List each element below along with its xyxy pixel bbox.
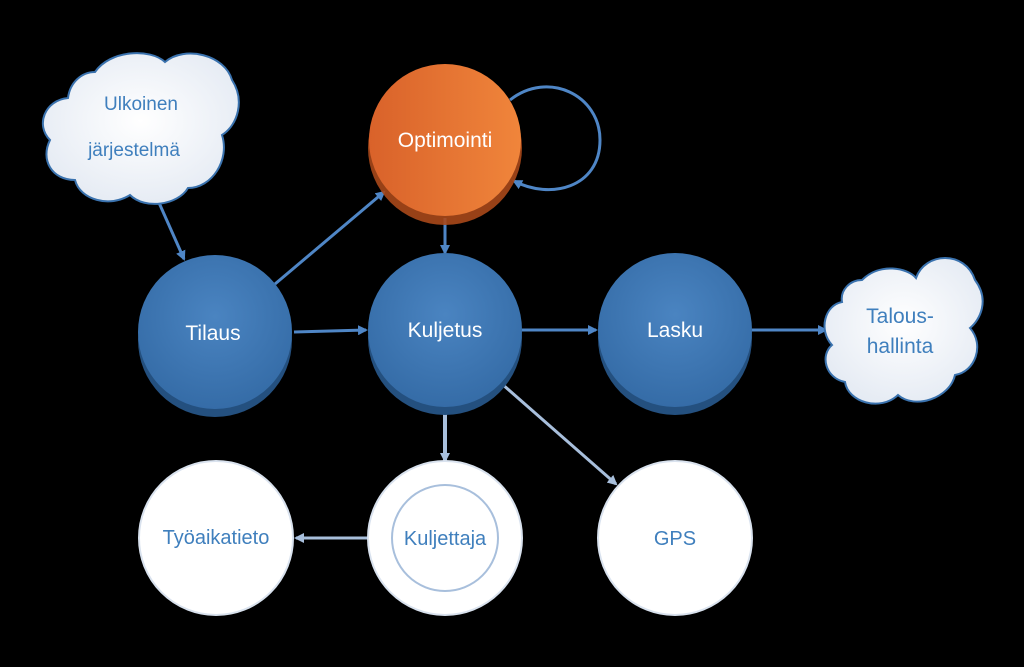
node-lasku: Lasku <box>598 253 752 415</box>
node-circle <box>368 253 522 407</box>
node-optimointi: Optimointi <box>368 64 522 225</box>
node-circle <box>367 460 523 616</box>
arrow-kuljetus-to-gps <box>501 382 618 486</box>
node-circle <box>138 460 294 616</box>
node-gps-label: GPS <box>654 528 696 550</box>
cloud-ulkoinen-jarjestelma: Ulkoinen järjestelmä <box>41 52 240 205</box>
arrow-ulkoinen-to-tilaus <box>154 195 186 261</box>
node-kuljettaja: Kuljettaja <box>367 460 523 616</box>
node-circle <box>138 255 292 409</box>
node-tyoaikatieto: Työaikatieto <box>138 460 294 616</box>
node-kuljetus: Kuljetus <box>368 253 522 415</box>
arrow-tilaus-to-kuljetus <box>293 325 368 336</box>
cloud-taloushallinta-line1: Talous- <box>866 305 934 328</box>
cloud-ulkoinen-line2: järjestelmä <box>87 140 180 161</box>
cloud-taloushallinta-line2: hallinta <box>867 335 934 358</box>
node-tilaus-label: Tilaus <box>185 322 240 345</box>
node-gps: GPS <box>597 460 753 616</box>
connectors <box>154 85 828 543</box>
cloud-shape <box>41 52 240 205</box>
cloud-shape <box>823 257 984 405</box>
node-kuljettaja-label: Kuljettaja <box>404 528 487 550</box>
arrow-tilaus-to-optimointi <box>274 190 386 286</box>
node-tyoaikatieto-label: Työaikatieto <box>163 527 270 549</box>
node-tilaus: Tilaus <box>138 255 292 417</box>
node-circle <box>597 460 753 616</box>
node-circle <box>369 64 521 216</box>
node-optimointi-label: Optimointi <box>398 129 493 152</box>
node-inner-ring <box>391 484 499 592</box>
cloud-ulkoinen-line1: Ulkoinen <box>104 94 178 115</box>
arrow-optimointi-self-loop <box>509 85 602 191</box>
node-kuljetus-label: Kuljetus <box>408 319 483 342</box>
node-circle <box>598 253 752 407</box>
cloud-taloushallinta: Talous- hallinta <box>823 257 984 405</box>
node-lasku-label: Lasku <box>647 319 703 342</box>
